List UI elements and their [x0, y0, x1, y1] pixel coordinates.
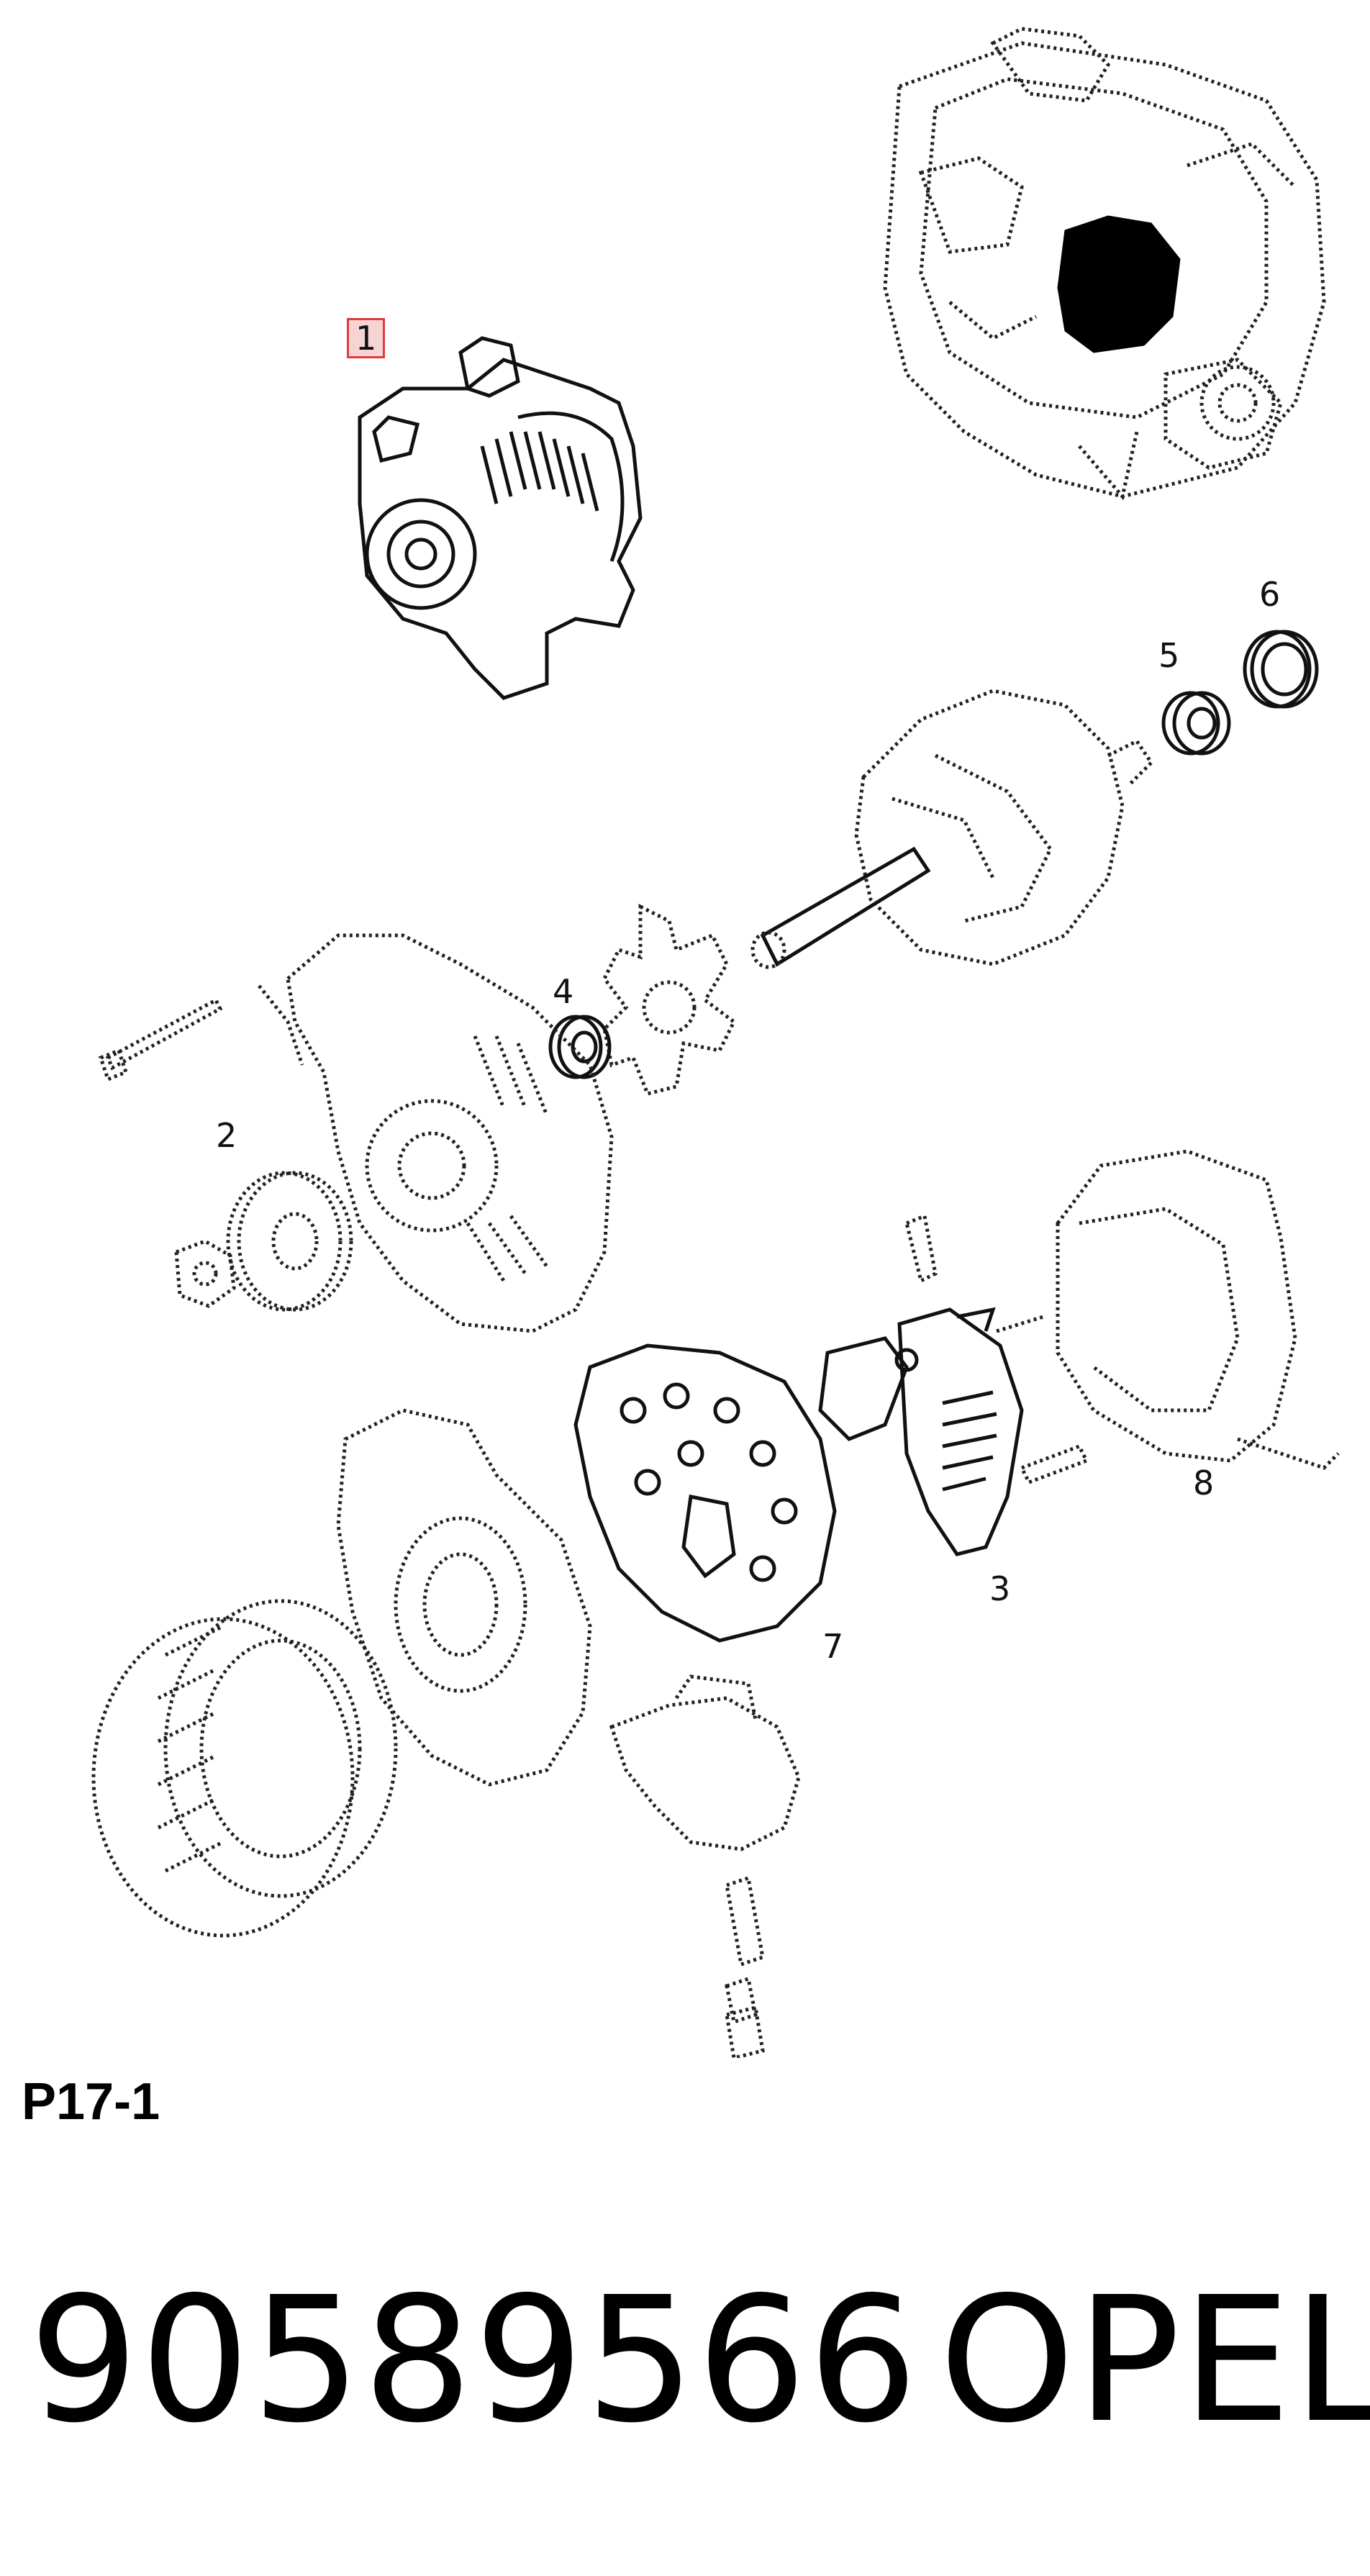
pulley	[226, 1171, 353, 1312]
callout-4: 4	[553, 972, 574, 1011]
callout-2: 2	[216, 1116, 237, 1155]
regulator-screws	[904, 1213, 1089, 1485]
rear-housing	[336, 1408, 592, 1787]
fan	[602, 903, 737, 1096]
rectifier	[573, 1343, 837, 1643]
stator	[91, 1599, 398, 1938]
rear-bearing	[1161, 691, 1231, 756]
voltage-regulator	[818, 1307, 1024, 1556]
callout-6: 6	[1259, 575, 1281, 614]
part-number: 90589566	[29, 2259, 920, 2461]
rotor	[750, 689, 1154, 969]
figure-code: P17-1	[22, 2073, 160, 2131]
exploded-parts-diagram	[91, 27, 1340, 2058]
front-bearing	[548, 1015, 612, 1079]
pulley-nut	[174, 1239, 236, 1308]
engine-illustration	[883, 27, 1326, 501]
callout-5: 5	[1158, 636, 1180, 675]
brush-holder	[609, 1674, 801, 1851]
brand-name: OPEL	[939, 2259, 1370, 2461]
callout-7: 7	[822, 1627, 844, 1666]
front-housing	[286, 933, 614, 1333]
bearing-ring	[1243, 630, 1319, 709]
through-bolt	[98, 984, 304, 1082]
callout-8: 8	[1193, 1464, 1215, 1502]
callout-1[interactable]: 1	[347, 318, 386, 358]
brush-spring	[725, 1875, 765, 2058]
callout-3: 3	[989, 1569, 1011, 1608]
alternator-assembly	[358, 336, 643, 700]
rear-cover	[1056, 1149, 1340, 1470]
